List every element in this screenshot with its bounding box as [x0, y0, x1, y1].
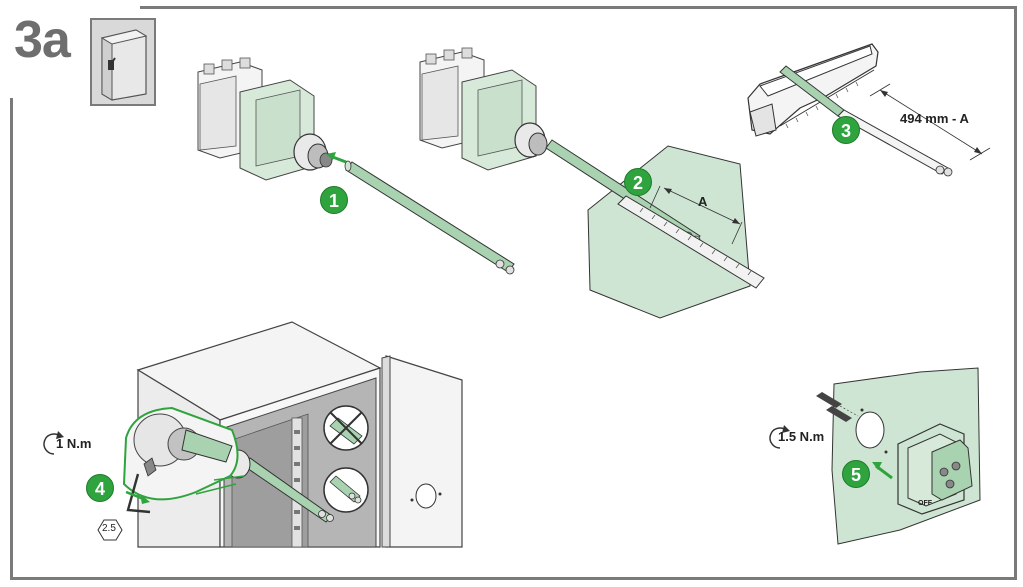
rotary-handle: [897, 423, 973, 515]
frame-right-border: [1014, 6, 1017, 577]
torque-screw-label: 1 N.m: [56, 436, 92, 451]
cut-length-label: 494 mm - A: [900, 111, 969, 126]
frame-left-border: [10, 98, 13, 580]
step-badge-4: 4: [86, 474, 114, 502]
handle-off-label: OFF: [918, 500, 932, 507]
switch-assembly-1: [197, 57, 333, 181]
switch-assembly-2: [419, 47, 548, 171]
step-badge-3: 3: [832, 116, 860, 144]
ok-icon: [323, 467, 369, 513]
step-badge-2: 2: [624, 168, 652, 196]
extension-shaft-1: [344, 160, 515, 275]
dimension-a-label: A: [698, 194, 708, 209]
torque-arrow-icon-5: [769, 425, 790, 449]
step-badge-1: 1: [320, 186, 348, 214]
frame-bottom-border: [10, 577, 1017, 580]
insert-arrow-5: [872, 462, 893, 480]
cut-length-dimension: [869, 83, 991, 161]
insert-arrow-1: [326, 152, 347, 164]
hex-size-badge: [97, 519, 123, 541]
cabinet-door: [381, 355, 463, 548]
screw-icon: [816, 392, 859, 422]
hex-key-icon: [125, 473, 151, 514]
detail-callout: [122, 406, 245, 501]
step-badge-5: 5: [842, 460, 870, 488]
step-title: 3a: [14, 11, 71, 69]
measuring-ruler: [617, 195, 765, 289]
cabinet-thumbnail: [90, 18, 156, 106]
forbidden-icon: [323, 405, 369, 451]
cabinet-icon: [100, 29, 148, 101]
dimension-a-line: [649, 185, 743, 245]
extension-shaft-3: [779, 65, 953, 177]
hex-size-label: 2.5: [102, 523, 116, 534]
frame-top-border: [140, 6, 1016, 9]
torque-arrow-icon: [43, 431, 64, 455]
torque-handle-label: 1.5 N.m: [778, 429, 825, 444]
